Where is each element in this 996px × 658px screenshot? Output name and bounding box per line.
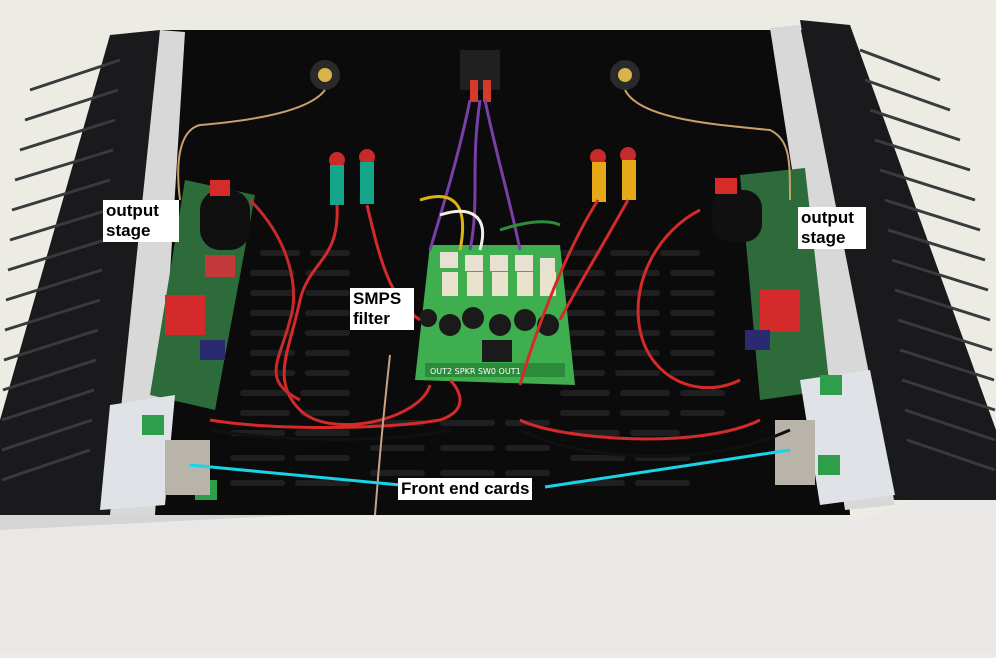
output-stage-left-label: output stage <box>103 200 179 242</box>
left-heatsink <box>0 30 185 515</box>
smps-filter-board: OUT2 SPKR SW0 OUT1 <box>415 245 575 385</box>
rear-connectors <box>310 50 640 205</box>
wiring <box>177 89 791 516</box>
capacitor <box>200 190 250 250</box>
front-end-cards-label: Front end cards <box>398 478 533 500</box>
output-stage-right-label: output stage <box>798 207 866 249</box>
left-front-end-card <box>100 395 217 510</box>
smps-filter-label: SMPS filter <box>350 288 414 330</box>
capacitor <box>712 190 762 242</box>
smps-terminal-silkscreen: OUT2 SPKR SW0 OUT1 <box>430 367 521 376</box>
front-end-callout-lines <box>189 448 791 489</box>
front-panel <box>0 470 996 653</box>
